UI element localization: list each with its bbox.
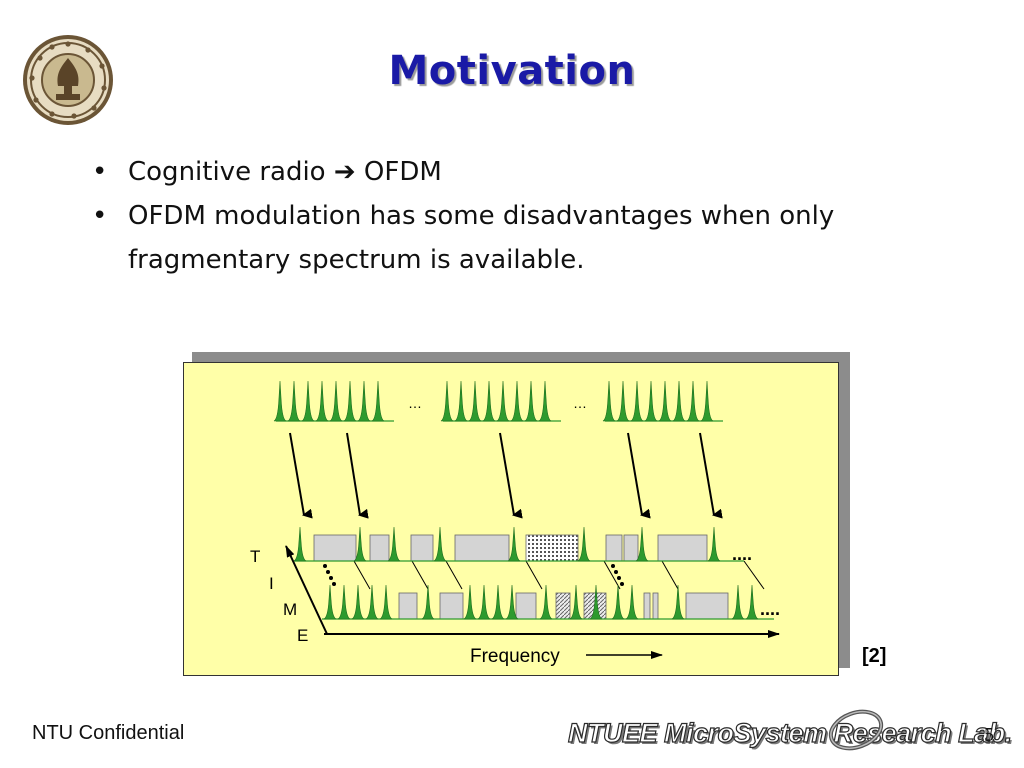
row-connectors: [353, 560, 765, 590]
subcarrier-spike: [505, 584, 519, 620]
subcarrier-spike: [468, 380, 482, 422]
allocation-block: [313, 534, 357, 562]
subcarrier-spike: [421, 584, 435, 620]
subcarrier-spike: [686, 380, 700, 422]
bullet-marker: •: [92, 201, 108, 231]
subcarrier-spike: [524, 380, 538, 422]
subcarrier-spike: [454, 380, 468, 422]
subcarrier-spike: [482, 380, 496, 422]
subcarrier-spike: [644, 380, 658, 422]
axis-letter-i: I: [269, 574, 274, 593]
allocation-block: [657, 534, 708, 562]
allocation-block: [623, 534, 639, 562]
subcarrier-spike: [671, 584, 685, 620]
subcarrier-spike: [357, 380, 371, 422]
subcarrier-spike: [616, 380, 630, 422]
subcarrier-spike: [707, 526, 721, 562]
subcarrier-spike: [672, 380, 686, 422]
top-subcarrier-groups: [273, 380, 723, 422]
subcarrier-spike: [463, 584, 477, 620]
subcarrier-spike: [387, 526, 401, 562]
allocation-block: [439, 592, 464, 620]
allocation-blocks: [313, 534, 729, 620]
row-subcarriers: [293, 526, 774, 620]
ellipsis-label: …: [408, 395, 422, 411]
bullet-text: Cognitive radio ➔ OFDM: [128, 157, 442, 187]
subcarrier-spike: [323, 584, 337, 620]
time-axis: [285, 545, 328, 635]
axis-letter-m: M: [283, 600, 297, 619]
allocation-block: [515, 592, 537, 620]
subcarrier-spike: [611, 584, 625, 620]
subcarrier-spike: [658, 380, 672, 422]
subcarrier-spike: [365, 584, 379, 620]
page-number: 5: [984, 724, 994, 746]
subcarrier-spike: [293, 526, 307, 562]
slide-title: Motivation: [388, 48, 636, 94]
ofdm-spectrum-figure: … … .... .: [183, 362, 839, 676]
subcarrier-spike: [602, 380, 616, 422]
bullet-list: • Cognitive radio ➔ OFDM • OFDM modulati…: [92, 150, 892, 282]
subcarrier-spike: [635, 526, 649, 562]
subcarrier-spike: [433, 526, 447, 562]
subcarrier-spike: [337, 584, 351, 620]
subcarrier-spike: [287, 380, 301, 422]
axis-letter-e: E: [297, 626, 308, 645]
subcarrier-spike: [440, 380, 454, 422]
bullet-item: • Cognitive radio ➔ OFDM: [92, 150, 892, 194]
subcarrier-spike: [491, 584, 505, 620]
subcarrier-spike: [577, 526, 591, 562]
subcarrier-spike: [539, 584, 553, 620]
subcarrier-spike: [569, 584, 583, 620]
subcarrier-spike: [700, 380, 714, 422]
bullet-item: • OFDM modulation has some disadvantages…: [92, 194, 892, 282]
allocation-block: [410, 534, 434, 562]
subcarrier-spike: [630, 380, 644, 422]
subcarrier-spike: [371, 380, 385, 422]
bullet-marker: •: [92, 157, 108, 187]
subcarrier-spike: [301, 380, 315, 422]
allocation-block: [685, 592, 729, 620]
allocation-block: [454, 534, 510, 562]
subcarrier-spike: [538, 380, 552, 422]
continuation-dots: [323, 564, 624, 586]
allocation-block: [643, 592, 651, 620]
bullet-text: OFDM modulation has some disadvantages w…: [128, 201, 835, 275]
subcarrier-spike: [315, 380, 329, 422]
subcarrier-spike: [745, 584, 759, 620]
ellipsis-label: …: [573, 395, 587, 411]
allocation-block: [525, 534, 579, 562]
trailing-dots: ....: [732, 544, 752, 564]
mapping-arrows: [289, 432, 723, 519]
subcarrier-spike: [353, 526, 367, 562]
subcarrier-spike: [731, 584, 745, 620]
subcarrier-spike: [507, 526, 521, 562]
subcarrier-spike: [351, 584, 365, 620]
subcarrier-spike: [510, 380, 524, 422]
subcarrier-spike: [625, 584, 639, 620]
axis-letter-t: T: [250, 547, 260, 566]
subcarrier-spike: [379, 584, 393, 620]
footer-confidential: NTU Confidential: [32, 722, 185, 744]
subcarrier-spike: [477, 584, 491, 620]
subcarrier-spike: [589, 584, 603, 620]
subcarrier-spike: [329, 380, 343, 422]
allocation-block: [369, 534, 390, 562]
allocation-block: [605, 534, 623, 562]
allocation-block: [398, 592, 418, 620]
lab-logo-swoosh-icon: [828, 709, 884, 751]
university-seal-icon: [23, 35, 113, 125]
allocation-block: [555, 592, 571, 620]
subcarrier-spike: [273, 380, 287, 422]
reference-label: [2]: [862, 645, 887, 667]
frequency-label: Frequency: [470, 646, 560, 667]
trailing-dots: ....: [760, 599, 780, 619]
subcarrier-spike: [496, 380, 510, 422]
subcarrier-spike: [343, 380, 357, 422]
allocation-block: [652, 592, 659, 620]
footer-lab-name: NTUEE MicroSystem Research Lab.: [567, 717, 1012, 748]
ofdm-diagram: … … .... .: [250, 380, 780, 667]
